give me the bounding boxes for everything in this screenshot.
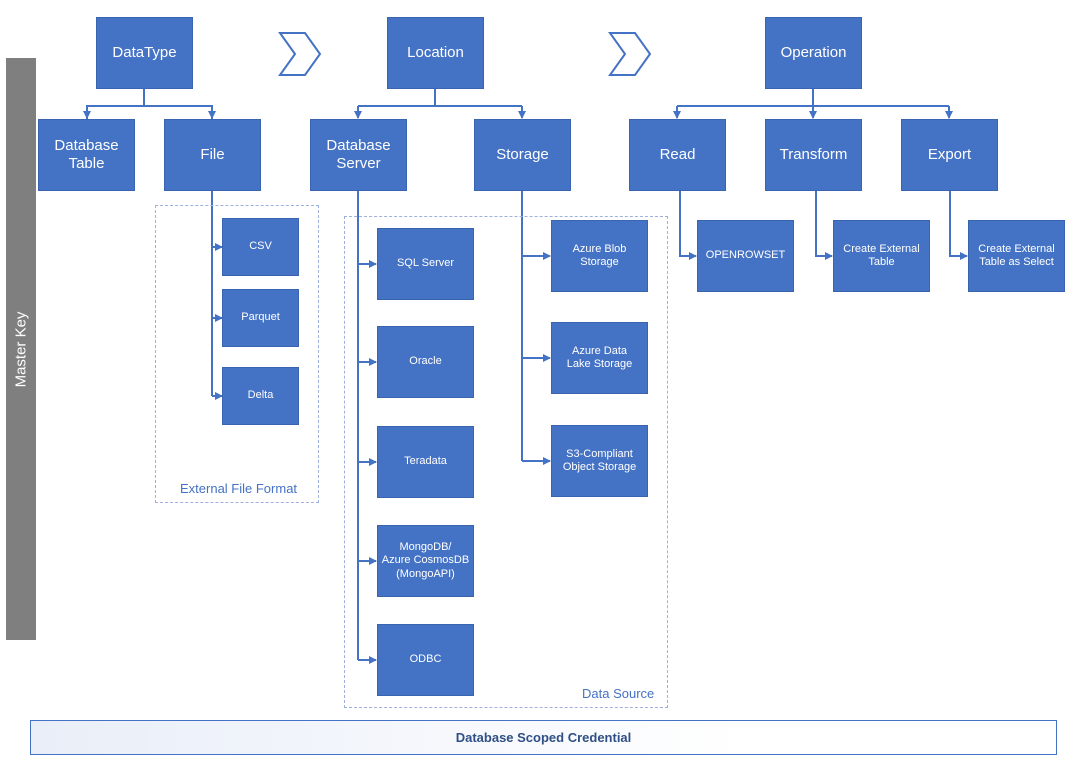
transform-node: Transform [765, 119, 862, 191]
csv-text: CSV [249, 240, 272, 253]
transform-text: Transform [779, 146, 848, 163]
read-text: Read [659, 146, 696, 163]
cetas-node: Create External Table as Select [968, 220, 1065, 292]
database-server-node: Database Server [310, 119, 407, 191]
external-file-format-group [155, 205, 319, 503]
teradata-text: Teradata [404, 455, 447, 468]
data-source-group [344, 216, 668, 708]
mongodb-text-line1: MongoDB/ [399, 541, 452, 554]
database-scoped-credential-label: Database Scoped Credential [455, 730, 632, 745]
delta-text: Delta [247, 389, 274, 402]
odbc-text: ODBC [409, 653, 442, 666]
mongodb-text-line3: (MongoAPI) [396, 567, 455, 580]
delta-node: Delta [222, 367, 299, 425]
data-source-label: Data Source [582, 686, 655, 701]
azure-blob-text-line1: Azure Blob [572, 242, 627, 255]
file-node: File [164, 119, 261, 191]
csv-node: CSV [222, 218, 299, 276]
azure-blob-node: Azure Blob Storage [551, 220, 648, 292]
data-type-text: DataType [112, 44, 177, 61]
create-external-table-node: Create External Table [833, 220, 930, 292]
read-node: Read [629, 119, 726, 191]
database-server-text-line1: Database [326, 137, 391, 154]
sql-server-node: SQL Server [377, 228, 474, 300]
database-scoped-credential-bar: Database Scoped Credential [30, 720, 1057, 755]
parquet-text: Parquet [241, 311, 280, 324]
s3-text-line1: S3-Compliant [566, 447, 633, 460]
azure-blob-text-line2: Storage [580, 256, 619, 268]
s3-node: S3-Compliant Object Storage [551, 425, 648, 497]
sql-server-text: SQL Server [396, 257, 455, 270]
oracle-text: Oracle [409, 355, 442, 368]
chevron-right-icon [608, 32, 652, 76]
operation-text: Operation [780, 44, 847, 61]
external-file-format-label: External File Format [180, 481, 298, 496]
teradata-node: Teradata [377, 426, 474, 498]
master-key-label: Master Key [12, 311, 30, 387]
database-table-node: Database Table [38, 119, 135, 191]
cet-text-line2: Table [868, 256, 895, 268]
s3-text-line2: Object Storage [562, 461, 637, 473]
openrowset-node: OPENROWSET [697, 220, 794, 292]
export-text: Export [927, 146, 972, 163]
oracle-node: Oracle [377, 326, 474, 398]
operation-node: Operation [765, 17, 862, 89]
location-node: Location [387, 17, 484, 89]
parquet-node: Parquet [222, 289, 299, 347]
database-server-text-line2: Server [336, 155, 381, 172]
chevron-right-icon [278, 32, 322, 76]
cetas-text-line1: Create External [978, 242, 1055, 255]
cet-text-line1: Create External [843, 242, 920, 255]
file-text: File [200, 146, 225, 163]
mongodb-text-line2: Azure CosmosDB [381, 554, 470, 567]
openrowset-text: OPENROWSET [705, 249, 786, 262]
database-table-text-line2: Table [68, 155, 105, 172]
storage-text: Storage [496, 146, 549, 163]
database-table-text-line1: Database [54, 137, 119, 154]
location-text: Location [407, 44, 464, 61]
export-node: Export [901, 119, 998, 191]
odbc-node: ODBC [377, 624, 474, 696]
azure-datalake-text-line2: Lake Storage [566, 358, 633, 370]
storage-node: Storage [474, 119, 571, 191]
cetas-text-line2: Table as Select [979, 256, 1054, 268]
azure-datalake-node: Azure Data Lake Storage [551, 322, 648, 394]
azure-datalake-text-line1: Azure Data [571, 344, 628, 357]
master-key-bar: Master Key [6, 58, 36, 640]
mongodb-node: MongoDB/ Azure CosmosDB (MongoAPI) [377, 525, 474, 597]
data-type-node: DataType [96, 17, 193, 89]
